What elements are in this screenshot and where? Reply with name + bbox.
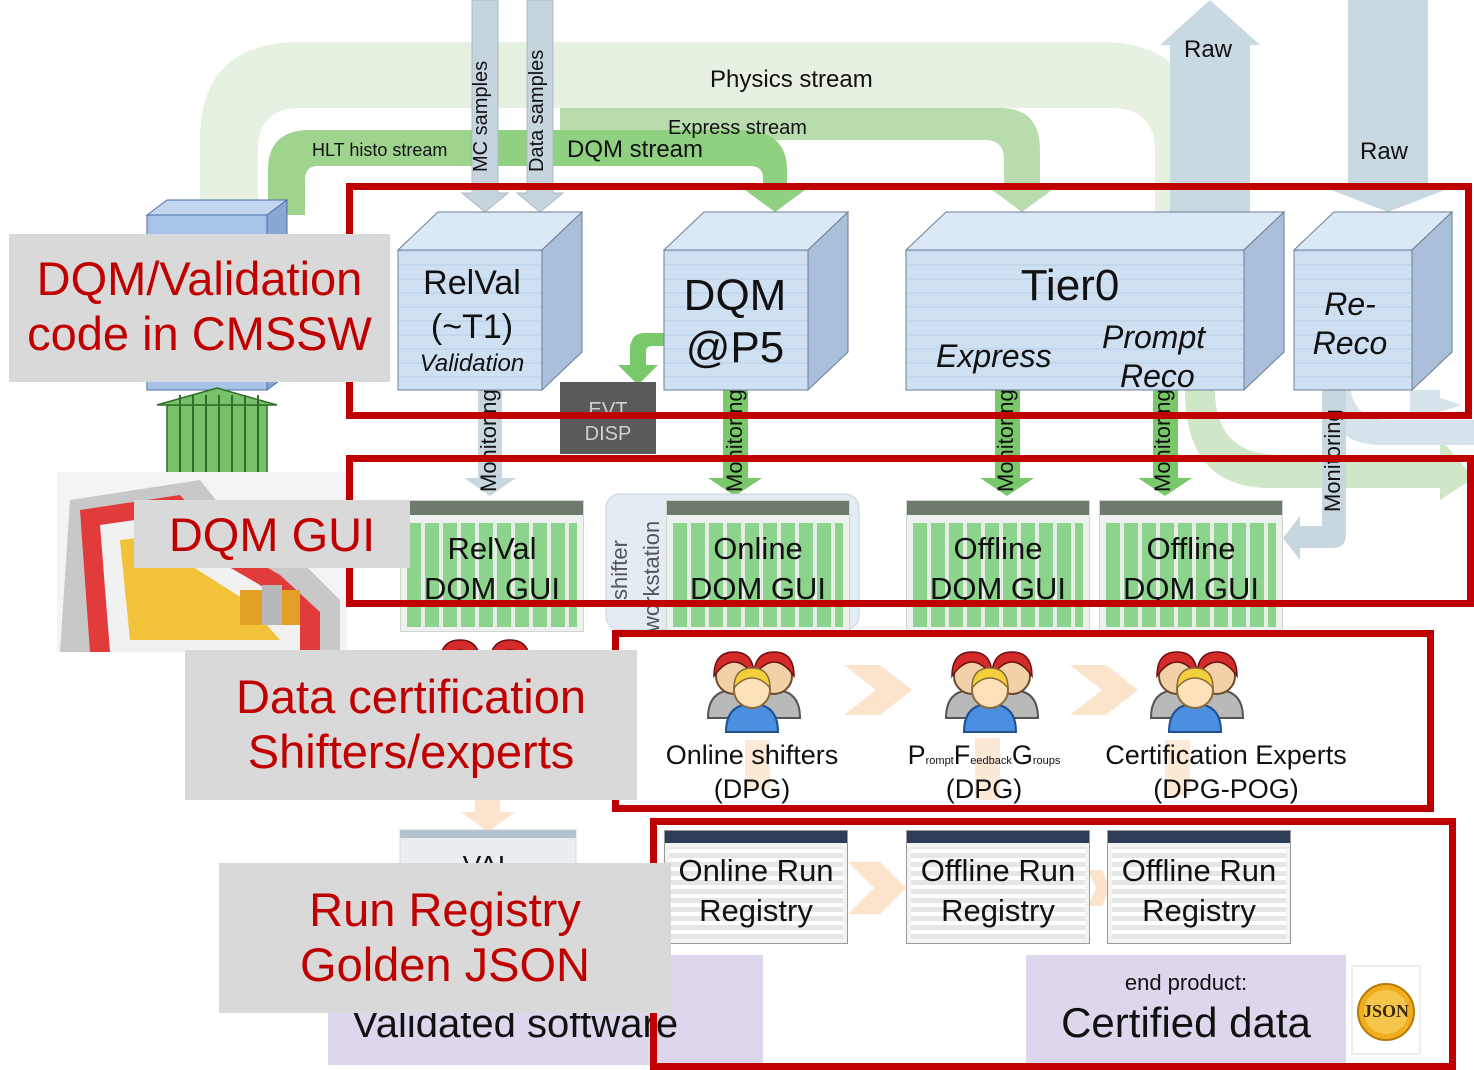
online-shifters-label: Online shifters xyxy=(665,740,839,770)
monitoring-arrows xyxy=(464,390,1346,560)
callout-line2: code in CMSSW xyxy=(27,306,372,360)
gui-line1: Offline xyxy=(953,531,1043,566)
tier0-reco: Reco xyxy=(1120,358,1195,394)
pfg-label: PromptFeedbackGroups xyxy=(908,742,1061,769)
dqmp5-title: DQM xyxy=(683,271,787,320)
registry-line2: Registry xyxy=(941,893,1055,928)
certified-data-label: Certified data xyxy=(1061,999,1311,1046)
dqm-stream-label: DQM stream xyxy=(567,136,704,163)
registry-line2: Registry xyxy=(1142,893,1256,928)
certification-experts-label: Certification Experts xyxy=(1105,740,1347,770)
pfg-eedback: eedback xyxy=(970,755,1012,767)
callout-line1: Run Registry xyxy=(309,883,581,936)
pfg-p: P xyxy=(907,740,926,770)
callout-line2: Shifters/experts xyxy=(247,724,575,778)
dqm-gui-highlight-box xyxy=(346,455,1474,607)
callout-line2: Golden JSON xyxy=(300,937,590,991)
tier0-cube xyxy=(904,210,1286,392)
offline-run-registry-1: Offline Run Registry xyxy=(906,830,1090,944)
samples-arrows xyxy=(460,0,565,213)
registry-line1: Online Run xyxy=(678,853,834,888)
pfg-rompt: rompt xyxy=(925,755,954,767)
pfg-group: (DPG) xyxy=(945,774,1023,804)
offline-run-registry-2: Offline Run Registry xyxy=(1107,830,1291,944)
callout-text: DQM GUI xyxy=(168,508,376,561)
data-certification-callout: Data certification Shifters/experts xyxy=(185,650,637,800)
hlt-histo-stream-label: HLT histo stream xyxy=(312,140,448,160)
pfg-f: F xyxy=(953,740,971,770)
physics-stream-label: Physics stream xyxy=(710,66,873,93)
relval-title: RelVal xyxy=(423,264,521,302)
gui-line1: Offline xyxy=(1146,531,1236,566)
dqm-stream-arrow xyxy=(470,130,805,212)
certification-experts-group: (DPG-POG) xyxy=(1153,774,1299,804)
run-registry-highlight-box xyxy=(650,818,1456,1070)
online-shifters-group: (DPG) xyxy=(713,774,791,804)
registry-line2: Registry xyxy=(699,893,813,928)
registry-line1: Offline Run xyxy=(1121,853,1277,888)
json-logo: JSON xyxy=(1362,1001,1410,1021)
callout-line1: Data certification xyxy=(235,670,587,723)
pfg-roups: roups xyxy=(1032,755,1061,767)
rereco-line2: Reco xyxy=(1312,325,1388,361)
rereco-line1: Re- xyxy=(1324,286,1376,322)
raw-up-arrow xyxy=(1160,0,1260,215)
physics-stream-arrow xyxy=(200,42,1200,215)
dqmp5-cube xyxy=(662,210,850,392)
raw-top-label: Raw xyxy=(1184,36,1233,63)
relval-subtitle: (~T1) xyxy=(430,308,514,346)
tier0-title: Tier0 xyxy=(1020,261,1120,310)
dqmp5-subtitle: @P5 xyxy=(685,323,785,372)
certification-chevrons xyxy=(844,665,1138,715)
hlt-histo-stream-arrow xyxy=(268,130,470,215)
offline-dqm-gui-prompt: Offline DQM GUI xyxy=(1099,500,1283,632)
cmssw-highlight-box xyxy=(346,183,1472,419)
gui-line1: RelVal xyxy=(447,531,537,566)
certification-highlight-box xyxy=(612,630,1434,812)
relval-cube xyxy=(396,210,584,392)
run-registry-callout: Run Registry Golden JSON xyxy=(219,863,671,1013)
dqm-validation-callout: DQM/Validation code in CMSSW xyxy=(9,234,390,382)
express-stream-label: Express stream xyxy=(668,117,807,139)
raw-right-label: Raw xyxy=(1360,138,1409,165)
online-run-registry: Online Run Registry xyxy=(664,830,848,944)
dqm-gui-callout: DQM GUI xyxy=(134,500,410,568)
tier0-prompt: Prompt xyxy=(1102,319,1206,355)
tier0-express: Express xyxy=(936,338,1052,374)
callout-line1: DQM/Validation xyxy=(36,252,363,305)
raw-down-arrow xyxy=(1331,0,1445,212)
end-product-caption: end product: xyxy=(1124,970,1248,995)
evt-disp-line2: DISP xyxy=(584,423,632,445)
rereco-cube xyxy=(1292,210,1454,392)
online-dqm-gui: Online DQM GUI xyxy=(666,500,850,632)
trigger-arrows xyxy=(156,387,278,474)
registry-line1: Offline Run xyxy=(920,853,1076,888)
pfg-g: G xyxy=(1011,740,1033,770)
gui-line1: Online xyxy=(713,531,803,566)
relval-validation: Validation xyxy=(419,350,525,377)
